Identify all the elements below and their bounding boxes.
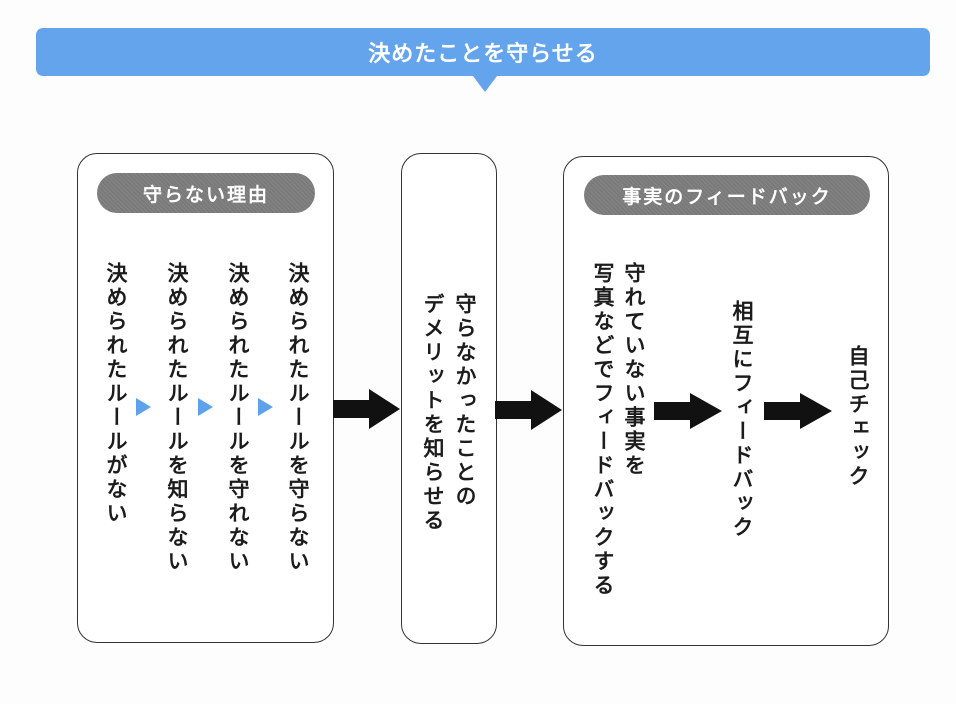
right-triangle-icon — [136, 398, 151, 416]
feedback-label: 事実のフィードバック — [584, 175, 870, 215]
reasons-label: 守らない理由 — [97, 173, 315, 213]
right-arrow-icon — [333, 389, 400, 429]
feedback-step-line: 自己チェック — [846, 345, 870, 489]
right-triangle-icon — [198, 398, 213, 416]
reason-item: 決められたルールを守れない — [226, 262, 250, 574]
feedback-step-line: 写真などでフィードバックする — [591, 262, 615, 598]
reason-item: 決められたルールを守らない — [286, 262, 310, 574]
feedback-step-line: 相互にフィードバック — [730, 300, 754, 540]
right-triangle-icon — [258, 398, 273, 416]
feedback-step-line: 守れていない事実を — [622, 262, 646, 478]
right-arrow-icon — [764, 393, 832, 429]
feedback-box — [563, 156, 889, 646]
right-arrow-icon — [495, 390, 562, 430]
demerit-box — [401, 153, 497, 644]
banner-pointer — [473, 76, 497, 92]
reason-item: 決められたルールを知らない — [165, 262, 189, 574]
demerit-line: 守らなかったことの — [453, 293, 477, 509]
banner-title: 決めたことを守らせる — [368, 42, 598, 67]
title-banner: 決めたことを守らせる — [36, 28, 930, 76]
right-arrow-icon — [654, 393, 722, 429]
demerit-line: デメリットを知らせる — [421, 293, 445, 533]
reason-item: 決められたルールがない — [104, 262, 128, 526]
